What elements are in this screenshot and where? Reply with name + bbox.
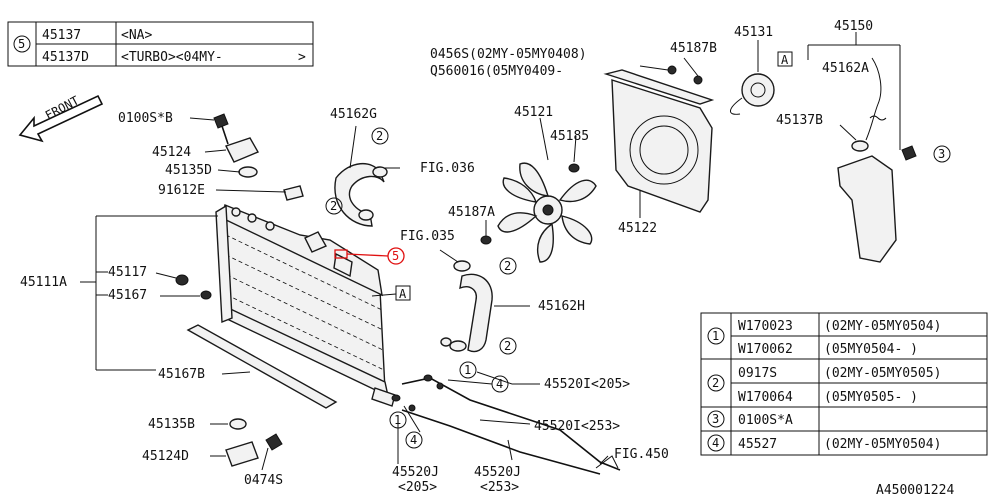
fan-45121 [497,162,597,263]
callout-2-d: 2 [499,337,517,355]
bt-r1-s1: (02MY-05MY0504) [824,319,941,334]
label-45520j-2: 45520J [474,465,521,480]
callout-1-a: 1 [459,361,477,379]
top-table-ref: 5 [18,37,25,51]
svg-text:4: 4 [410,433,417,447]
bt-r1-p2: W170062 [738,342,793,357]
label-fig035: FIG.035 [400,229,455,244]
top-table-part-2: 45137D [42,50,89,65]
label-45124d: 45124D [142,449,189,464]
front-label: FRONT [43,93,81,122]
callout-5-highlight: 5 [334,247,405,265]
svg-text:2: 2 [712,376,719,390]
label-45167: 45167 [108,288,147,303]
lower-hose-45162h [440,260,493,353]
label-fig036: FIG.036 [420,161,475,176]
bt-r2-p1: 0917S [738,366,777,381]
label-45520j-2-sub: <253> [480,480,519,495]
bt-r2-s1: (02MY-05MY0505) [824,366,941,381]
svg-text:2: 2 [376,129,383,143]
label-45150: 45150 [834,19,873,34]
callout-2-b: 2 [325,197,343,215]
label-45135b: 45135B [148,417,195,432]
label-fig450: FIG.450 [614,447,669,462]
bt-r4-p1: 45527 [738,437,777,452]
bt-r2-s2: (05MY0505- ) [824,390,918,405]
svg-text:4: 4 [496,377,503,391]
label-45520i-205: 45520I<205> [544,377,630,392]
bt-r1-s2: (05MY0504- ) [824,342,918,357]
label-45162a: 45162A [822,61,869,76]
label-45135d: 45135D [165,163,212,178]
callout-1-b: 1 [389,411,407,429]
callout-4-a: 4 [491,375,509,393]
label-45162h: 45162H [538,299,585,314]
view-a-markers: A A [395,51,793,301]
bt-r3-p1: 0100S*A [738,413,793,428]
svg-text:1: 1 [464,363,471,377]
hardware-radiator [175,113,338,467]
callout-2-c: 2 [499,257,517,275]
svg-text:3: 3 [712,412,719,426]
shroud-45122 [480,65,775,245]
label-45520i-253: 45520I<253> [534,419,620,434]
callout-5-text: 5 [392,249,399,263]
bt-r4-s1: (02MY-05MY0504) [824,437,941,452]
top-table-spec-2: <TURBO><04MY- [121,50,223,65]
svg-text:2: 2 [504,259,511,273]
top-table-part-1: 45137 [42,28,81,43]
bottom-spec-table: 1 W170023 (02MY-05MY0504) W170062 (05MY0… [700,312,988,456]
label-45167b: 45167B [158,367,205,382]
reservoir-45150 [837,57,917,263]
label-0474s: 0474S [244,473,283,488]
label-0100s-b: 0100S*B [118,111,173,126]
doc-id: A450001224 [876,483,954,498]
label-45117: 45117 [108,265,147,280]
label-45187b: 45187B [670,41,717,56]
top-table-closer: > [298,50,306,65]
label-0456s: 0456S(02MY-05MY0408) [430,47,587,62]
wiring-harness [391,374,621,475]
top-spec-table: 5 45137 <NA> 45137D <TURBO><04MY- > [7,21,314,67]
svg-text:1: 1 [394,413,401,427]
callout-circles: 2 2 2 2 1 4 1 4 3 [325,127,951,449]
part-labels: 0100S*B 45124 45135D 91612E 45111A 45117… [20,19,954,498]
label-q560016: Q560016(05MY0409- [430,64,563,79]
bt-r2-p2: W170064 [738,390,793,405]
label-45131: 45131 [734,25,773,40]
svg-text:3: 3 [938,147,945,161]
svg-text:1: 1 [712,329,719,343]
label-45121: 45121 [514,105,553,120]
label-45187a: 45187A [448,205,495,220]
label-45124-top: 45124 [152,145,191,160]
callout-4-b: 4 [405,431,423,449]
svg-text:4: 4 [712,436,719,450]
front-arrow: FRONT [18,93,104,143]
svg-text:A: A [781,53,789,67]
upper-hose-45162g [334,163,388,227]
label-91612e: 91612E [158,183,205,198]
callout-2-a: 2 [371,127,389,145]
svg-text:A: A [399,287,407,301]
leader-lines [80,32,901,471]
label-45520j-1: 45520J [392,465,439,480]
label-45520j-1-sub: <205> [398,480,437,495]
top-table-spec-1: <NA> [121,28,152,43]
radiator [215,204,396,407]
label-45185: 45185 [550,129,589,144]
label-45137b: 45137B [776,113,823,128]
label-45162g: 45162G [330,107,377,122]
label-45122: 45122 [618,221,657,236]
bt-r1-p1: W170023 [738,319,793,334]
callout-3: 3 [933,145,951,163]
label-45111a: 45111A [20,275,67,290]
svg-text:2: 2 [330,199,337,213]
svg-text:2: 2 [504,339,511,353]
